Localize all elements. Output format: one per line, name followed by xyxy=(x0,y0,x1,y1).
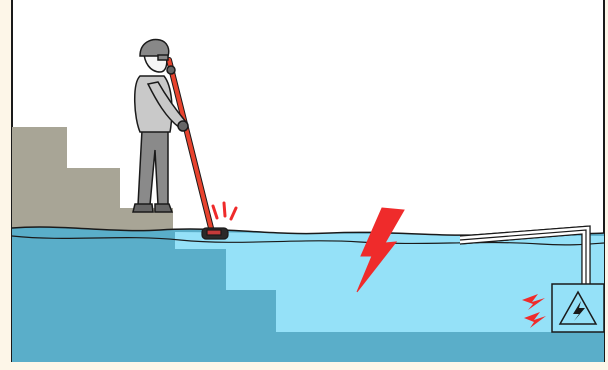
high-voltage-box-icon xyxy=(552,284,604,332)
cleaning-pole xyxy=(169,60,212,232)
pool-cleaning-robot xyxy=(202,228,228,239)
spark-icon xyxy=(213,203,236,219)
worker-figure xyxy=(133,40,188,212)
